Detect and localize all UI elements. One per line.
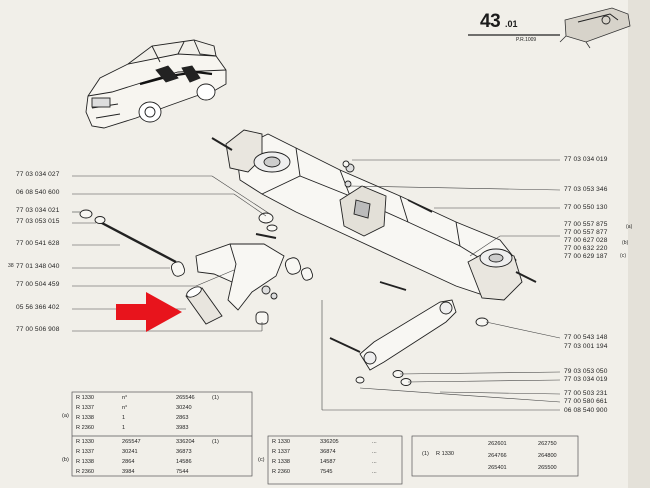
table-row: R 1337	[272, 449, 291, 455]
part-label: 06 08 540 900	[564, 407, 608, 414]
table-cell: 336205	[320, 439, 339, 445]
page-ref: P.R.1009	[516, 37, 537, 43]
part-label: 77 00 506 908	[16, 326, 60, 333]
part-label: 77 00 557 877	[564, 229, 608, 236]
part-marker: 38	[8, 263, 14, 269]
table-cell: 262601	[488, 441, 507, 447]
table-row: R 1338	[76, 459, 95, 465]
part-label: 77 00 541 628	[16, 240, 60, 247]
rear-axle-exploded-view-icon	[79, 129, 537, 386]
header-axle-thumbnail-icon	[559, 7, 631, 49]
table-cell: 7544	[176, 469, 189, 475]
note-tag: (c)	[620, 253, 627, 259]
part-label: 77 00 629 187	[564, 253, 608, 260]
table-cell: ...	[372, 439, 377, 445]
table-cell: 14586	[176, 459, 192, 465]
table-cell: 1	[122, 415, 126, 421]
part-label: 77 03 034 027	[16, 171, 60, 178]
table-cell: n°	[122, 395, 128, 401]
table-cell: 336204	[176, 439, 195, 445]
table-row: R 1337	[76, 449, 95, 455]
table-row: R 2360	[272, 469, 291, 475]
table-cell: ...	[372, 459, 377, 465]
part-label: 77 00 550 130	[564, 204, 608, 211]
note-tag: (a)	[626, 224, 633, 230]
table-cell: 2864	[122, 459, 135, 465]
part-label: 77 00 580 661	[564, 398, 608, 405]
part-label: 77 03 053 015	[16, 218, 60, 225]
table-cell: 265547	[122, 439, 141, 445]
table-d-tag: (1)	[422, 451, 429, 457]
table-row: R 1338	[272, 459, 291, 465]
table-row: R 1330	[76, 439, 95, 445]
part-label: 79 03 053 050	[564, 368, 608, 375]
table-cell: 1	[122, 425, 126, 431]
part-label: 77 03 001 194	[564, 343, 608, 350]
red-pointer-arrow-icon	[116, 292, 182, 332]
table-cell: 36874	[320, 449, 336, 455]
table-row: R 1330	[76, 395, 95, 401]
table-cell: 30241	[122, 449, 138, 455]
table-b-tag: (b)	[62, 457, 69, 463]
note-tag: (b)	[622, 240, 629, 246]
table-row: R 1338	[76, 415, 95, 421]
part-label: 06 08 540 600	[16, 189, 60, 196]
table-a-tag: (a)	[62, 413, 69, 419]
table-frames	[71, 391, 579, 485]
table-cell: 264766	[488, 453, 507, 459]
part-label: 77 00 503 231	[564, 390, 608, 397]
section-sub: .01	[505, 19, 518, 29]
table-cell: ...	[372, 469, 377, 475]
table-row: R 1330	[272, 439, 291, 445]
table-cell: 265546	[176, 395, 195, 401]
table-row: R 2360	[76, 425, 95, 431]
table-row: R 2360	[76, 469, 95, 475]
table-cell: 265500	[538, 465, 557, 471]
table-cell: 14587	[320, 459, 336, 465]
table-cell: 265401	[488, 465, 507, 471]
car-illustration-icon	[85, 39, 227, 129]
table-c-tag: (c)	[258, 457, 265, 463]
leader-lines-right	[321, 159, 561, 411]
table-cell: 3983	[176, 425, 189, 431]
table-cell: 3984	[122, 469, 135, 475]
table-cell: ...	[372, 449, 377, 455]
part-label: 77 03 053 346	[564, 186, 608, 193]
table-d-model: R 1330	[436, 451, 455, 457]
table-cell: 2863	[176, 415, 189, 421]
table-cell: (1)	[212, 439, 219, 445]
part-label: 77 00 632 220	[564, 245, 608, 252]
table-cell: n°	[122, 405, 128, 411]
part-label: 77 03 034 019	[564, 376, 608, 383]
table-cell: 7545	[320, 469, 333, 475]
table-cell: (1)	[212, 395, 219, 401]
part-label: 77 00 557 875	[564, 221, 608, 228]
part-label: 77 00 627 028	[564, 237, 608, 244]
part-label: 77 03 034 021	[16, 207, 60, 214]
table-cell: 30240	[176, 405, 192, 411]
table-cell: 264800	[538, 453, 557, 459]
part-label: 77 01 348 040	[16, 263, 60, 270]
table-cell: 262750	[538, 441, 557, 447]
table-cell: 36873	[176, 449, 192, 455]
section-number: 43	[480, 11, 501, 32]
part-label: 77 03 034 019	[564, 156, 608, 163]
part-label: 77 00 543 148	[564, 334, 608, 341]
table-row: R 1337	[76, 405, 95, 411]
part-label: 05 56 366 402	[16, 304, 60, 311]
part-label: 77 00 504 459	[16, 281, 60, 288]
